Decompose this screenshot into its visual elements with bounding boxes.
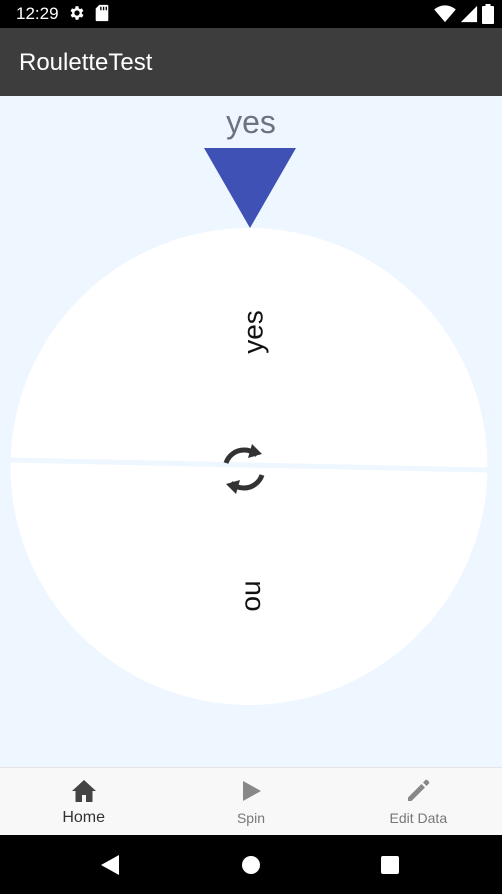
roulette-wheel[interactable]: yes no bbox=[10, 228, 488, 705]
recents-square-icon bbox=[381, 855, 399, 874]
back-triangle-icon bbox=[101, 854, 119, 875]
nav-item-edit-data[interactable]: Edit Data bbox=[335, 768, 502, 835]
home-system-button[interactable] bbox=[221, 835, 281, 894]
spin-refresh-icon[interactable] bbox=[217, 442, 271, 496]
app-title: RouletteTest bbox=[19, 49, 153, 76]
home-icon bbox=[71, 778, 97, 804]
roulette-screen: yes yes no bbox=[0, 96, 502, 767]
app-bar: RouletteTest bbox=[0, 28, 502, 96]
sd-card-icon bbox=[95, 4, 109, 22]
segment-label-yes: yes bbox=[237, 310, 268, 354]
segment-label-no: no bbox=[240, 580, 271, 611]
nav-label-spin: Spin bbox=[236, 810, 265, 826]
bottom-navigation: Home Spin Edit Data bbox=[0, 767, 502, 835]
pencil-icon bbox=[405, 778, 431, 804]
nav-item-spin[interactable]: Spin bbox=[167, 768, 334, 835]
settings-icon bbox=[70, 6, 84, 20]
battery-icon bbox=[482, 4, 494, 24]
system-navigation-bar bbox=[0, 835, 502, 894]
recents-button[interactable] bbox=[360, 835, 420, 894]
segment-divider bbox=[10, 457, 488, 473]
nav-label-home: Home bbox=[62, 809, 105, 826]
status-time: 12:29 bbox=[16, 4, 59, 23]
play-icon bbox=[238, 778, 264, 804]
back-button[interactable] bbox=[80, 835, 140, 894]
nav-item-home[interactable]: Home bbox=[0, 768, 167, 835]
signal-icon bbox=[460, 5, 478, 23]
nav-label-edit-data: Edit Data bbox=[389, 810, 448, 826]
status-bar: 12:29 bbox=[0, 0, 502, 28]
home-circle-icon bbox=[242, 855, 260, 874]
wifi-icon bbox=[434, 5, 456, 23]
pointer-triangle bbox=[204, 148, 296, 228]
result-label: yes bbox=[226, 104, 276, 140]
